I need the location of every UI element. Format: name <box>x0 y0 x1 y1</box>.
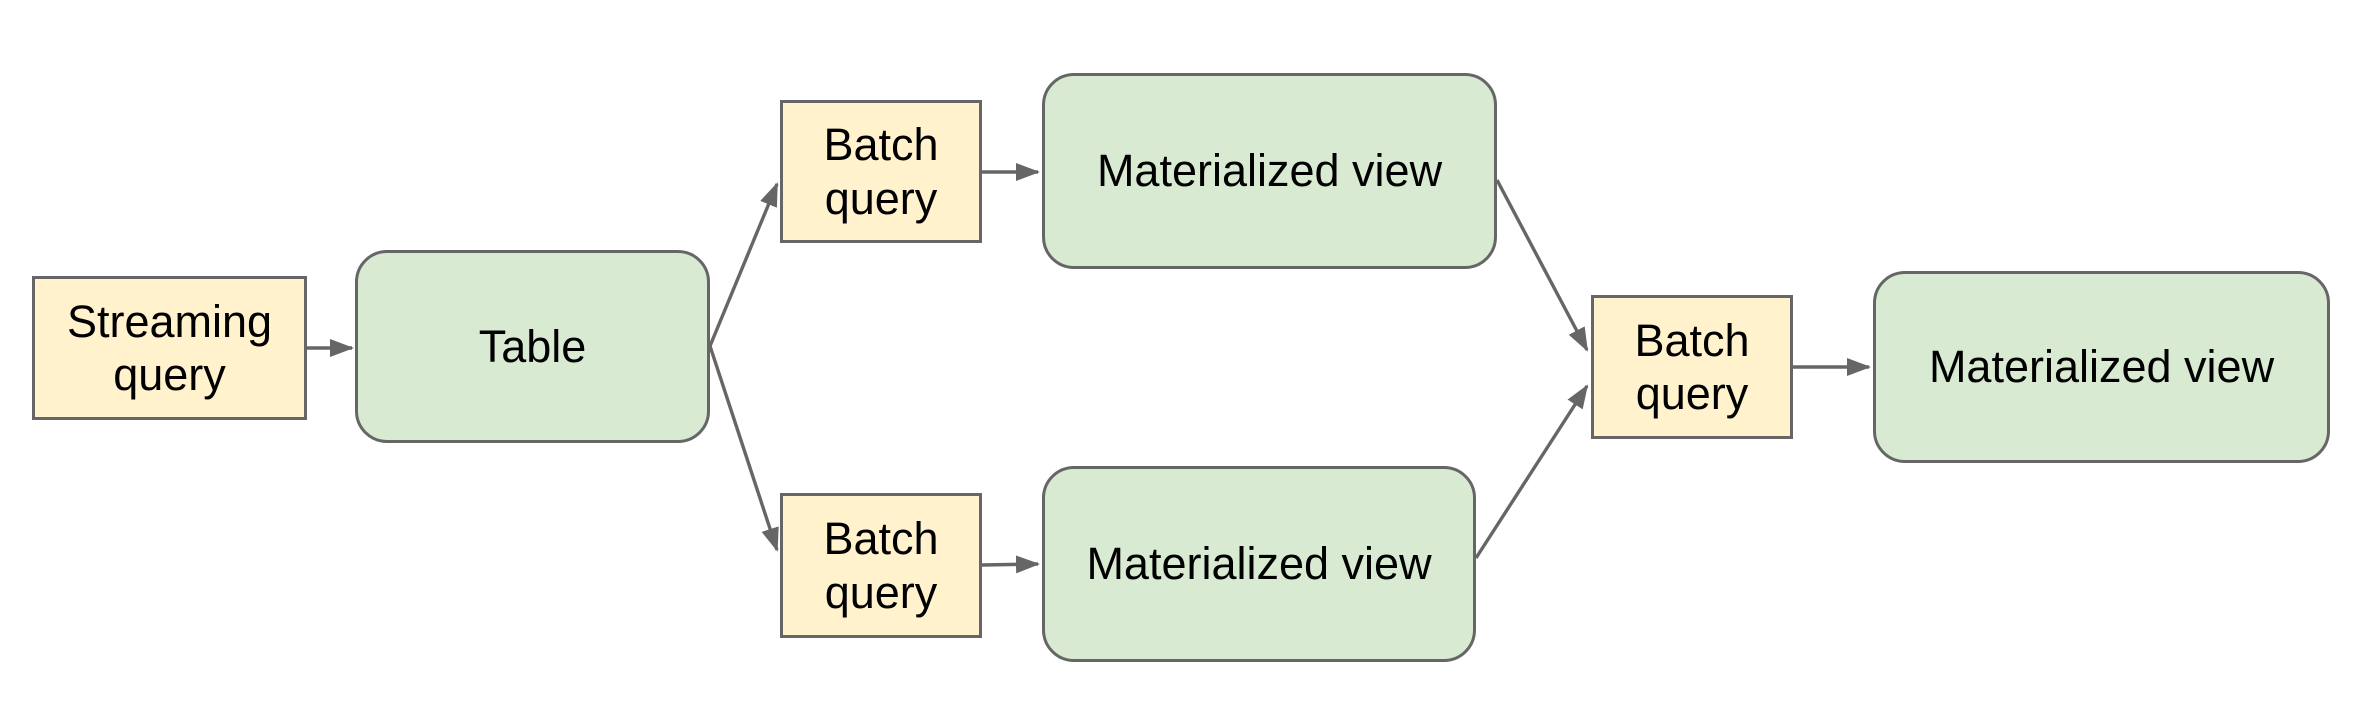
node-label: Streaming query <box>66 295 273 400</box>
node-batch-query-final: Batch query <box>1591 295 1793 439</box>
node-materialized-view-bottom: Materialized view <box>1042 466 1476 662</box>
node-materialized-view-final: Materialized view <box>1873 271 2330 463</box>
node-label: Batch query <box>1634 314 1750 419</box>
node-materialized-view-top: Materialized view <box>1042 73 1497 269</box>
edge-table-to-batch-top <box>708 182 779 347</box>
node-label: Batch query <box>823 119 939 224</box>
node-label: Materialized view <box>1928 341 2275 393</box>
edge-mv-bottom-to-batch-final <box>1474 384 1589 559</box>
edge-table-to-batch-bottom <box>708 345 779 552</box>
node-label: Materialized view <box>1086 538 1432 590</box>
node-label: Table <box>478 320 587 372</box>
node-batch-query-bottom: Batch query <box>780 493 982 638</box>
node-streaming-query: Streaming query <box>32 276 307 420</box>
edge-batch-bottom-to-mv-bottom <box>981 555 1040 574</box>
node-table: Table <box>355 250 710 443</box>
node-label: Batch query <box>823 513 939 618</box>
node-label: Materialized view <box>1096 145 1443 197</box>
edge-mv-top-to-batch-final <box>1495 179 1589 352</box>
node-batch-query-top: Batch query <box>780 100 982 243</box>
